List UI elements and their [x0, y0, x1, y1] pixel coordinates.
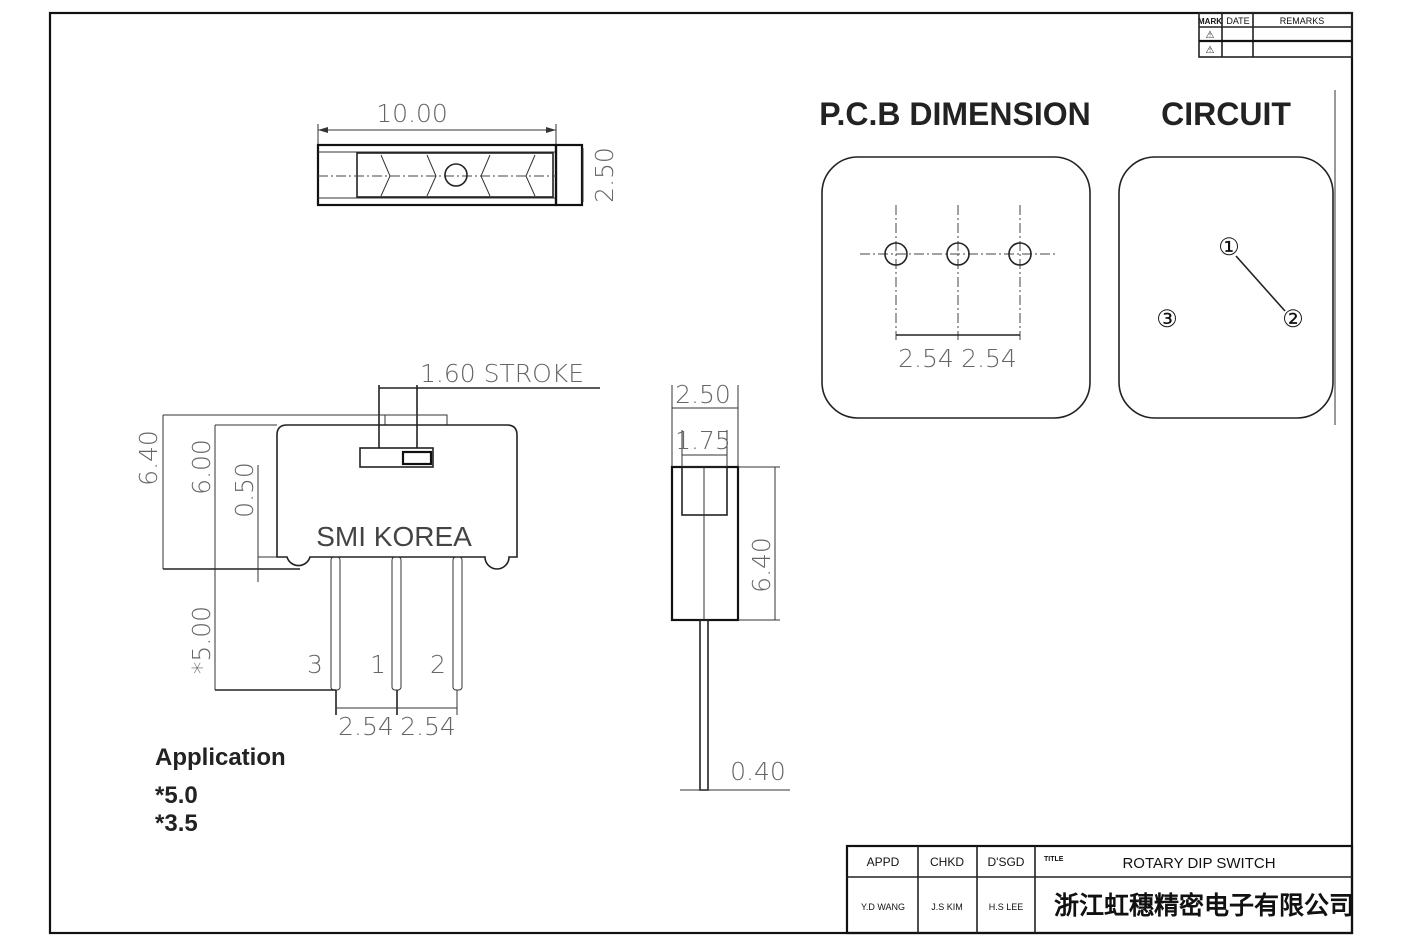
pitch-dim-right: 2.54: [400, 712, 456, 741]
stroke-label: 1.60 STROKE: [420, 359, 584, 388]
company-name: 浙江虹穗精密电子有限公司: [1054, 891, 1354, 920]
pin-label-3: 3: [307, 650, 323, 679]
dim-standoff: 0.50: [230, 462, 259, 518]
warning-icon: ⚠: [1206, 30, 1215, 41]
title-block: APPD CHKD D'SGD TITLE ROTARY DIP SWITCH …: [845, 844, 1354, 935]
title-label: TITLE: [1044, 856, 1064, 863]
pcb-title: P.C.B DIMENSION: [819, 96, 1090, 132]
warning-icon: ⚠: [1206, 45, 1215, 56]
dim-front-height: 6.40: [747, 537, 776, 593]
dim-pin-length: *5.00: [187, 606, 216, 674]
rev-header-date: DATE: [1226, 16, 1249, 26]
application-item: *5.0: [155, 782, 198, 809]
dim-front-inner: 1.75: [675, 426, 731, 455]
rev-header-mark: MARK: [1198, 17, 1222, 26]
dim-front-width: 2.50: [675, 380, 731, 409]
pcb-pitch-left: 2.54: [898, 344, 954, 373]
side-view: 1.60 STROKE SMI KOREA 3 1 2 6.40 6.00 0.…: [134, 359, 600, 741]
circuit-title: CIRCUIT: [1161, 96, 1291, 132]
dim-total-height: 6.40: [134, 430, 163, 486]
pin-label-1: 1: [370, 650, 386, 679]
pin-label-2: 2: [430, 650, 446, 679]
front-view: 2.50 1.75 6.40 0.40: [670, 380, 790, 791]
drawing-border: [48, 11, 1354, 935]
top-view: 10.00 2.50: [316, 99, 619, 207]
application-title: Application: [155, 744, 286, 771]
pcb-pitch-right: 2.54: [961, 344, 1017, 373]
chkd-label: CHKD: [930, 855, 964, 869]
node-2: ②: [1282, 306, 1304, 333]
pitch-dim-left: 2.54: [338, 712, 394, 741]
node-1: ①: [1218, 234, 1240, 261]
rev-header-remarks: REMARKS: [1280, 16, 1325, 26]
dsgd-name: H.S LEE: [989, 902, 1024, 912]
circuit-diagram: CIRCUIT ① ② ③: [1118, 90, 1336, 425]
dim-height-top: 2.50: [590, 147, 619, 203]
dim-width-top: 10.00: [376, 99, 448, 128]
drawing-title: ROTARY DIP SWITCH: [1122, 855, 1275, 872]
brand-label: SMI KOREA: [316, 521, 472, 552]
application-item: *3.5: [155, 810, 198, 837]
appd-name: Y.D WANG: [861, 902, 905, 912]
revision-table: MARK DATE REMARKS ⚠ ⚠: [1198, 12, 1353, 58]
dim-pin-width: 0.40: [730, 757, 786, 786]
appd-label: APPD: [867, 855, 900, 869]
dim-body-height: 6.00: [187, 439, 216, 495]
chkd-name: J.S KIM: [931, 902, 963, 912]
pcb-dimension: P.C.B DIMENSION 2.54 2.54: [819, 96, 1091, 419]
node-3: ③: [1156, 306, 1178, 333]
dsgd-label: D'SGD: [988, 855, 1025, 869]
